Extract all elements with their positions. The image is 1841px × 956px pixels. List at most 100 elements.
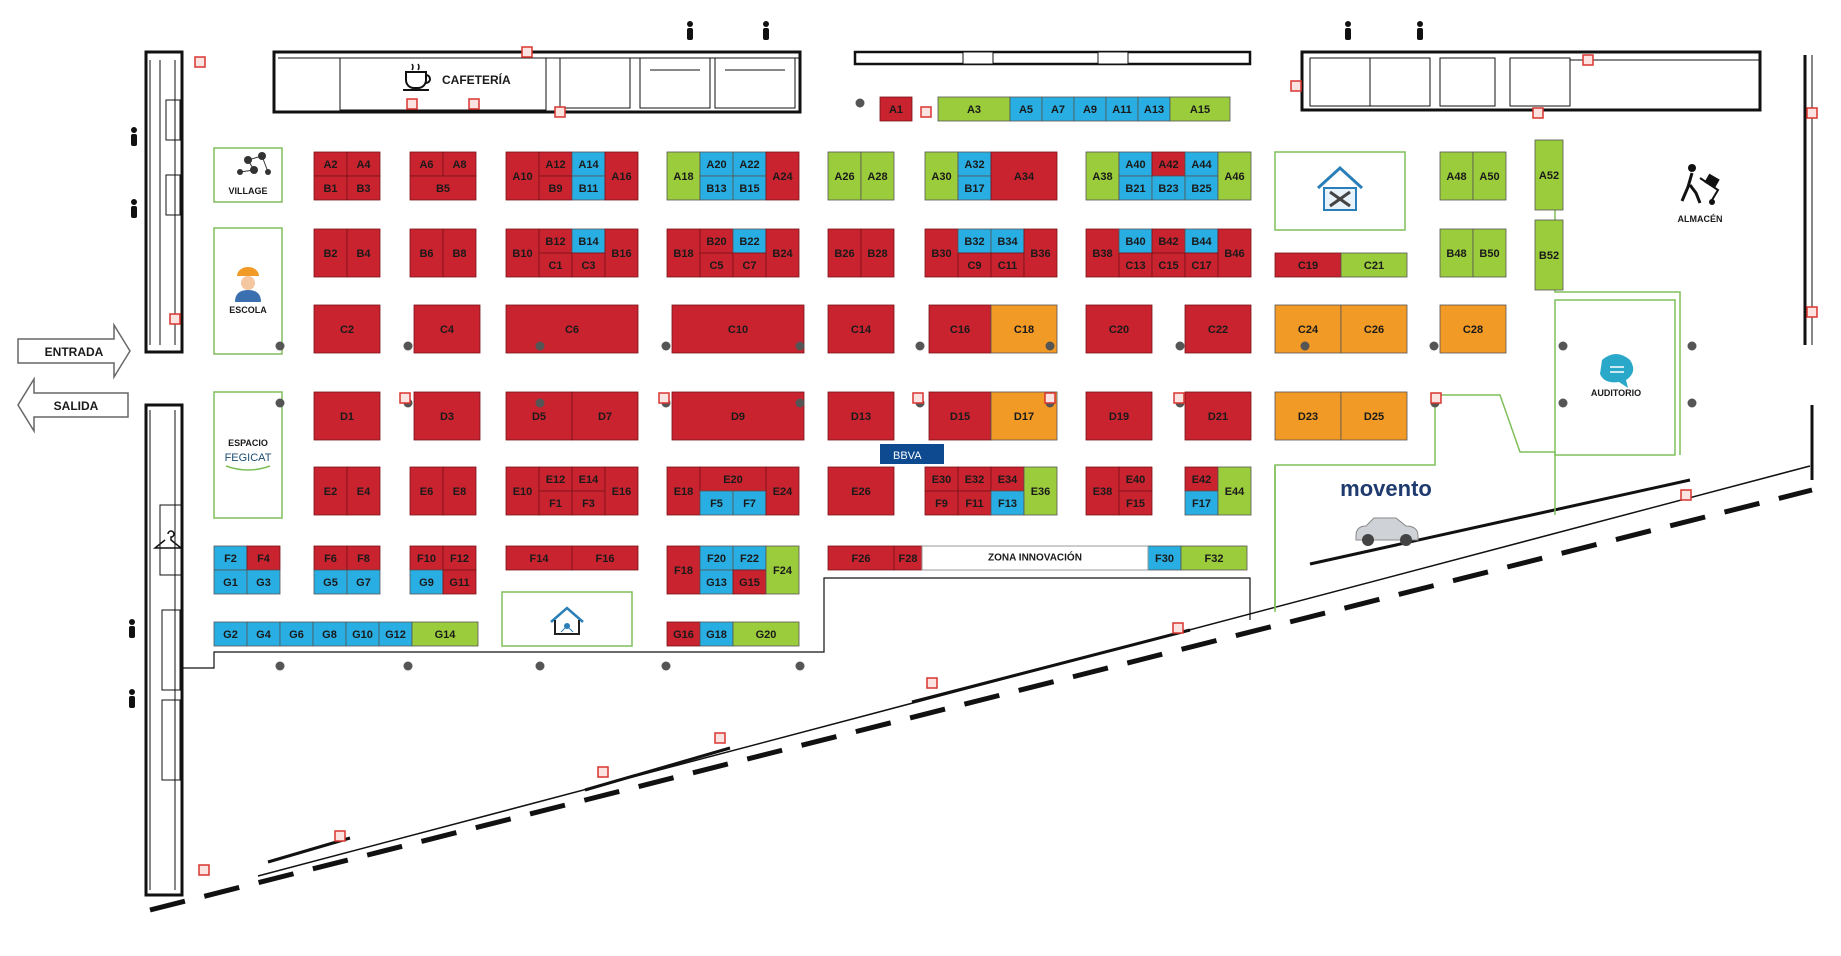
booth-a18[interactable]: A18 [666, 151, 701, 201]
booth-b48[interactable]: B48 [1439, 228, 1474, 278]
booth-a24[interactable]: A24 [765, 151, 800, 201]
booth-b25[interactable]: B25 [1184, 175, 1219, 201]
booth-a12[interactable]: A12 [538, 151, 573, 177]
booth-f3[interactable]: F3 [571, 490, 606, 516]
booth-f8[interactable]: F8 [346, 545, 381, 571]
booth-g9[interactable]: G9 [409, 569, 444, 595]
booth-a44[interactable]: A44 [1184, 151, 1219, 177]
movento-area[interactable]: movento [1340, 476, 1432, 546]
booth-f10[interactable]: F10 [409, 545, 444, 571]
booth-g8[interactable]: G8 [312, 621, 347, 647]
booth-a32[interactable]: A32 [957, 151, 992, 177]
booth-c21[interactable]: C21 [1340, 252, 1408, 278]
booth-g15[interactable]: G15 [732, 569, 767, 595]
booth-b12[interactable]: B12 [538, 228, 573, 254]
booth-f4[interactable]: F4 [246, 545, 281, 571]
booth-g3[interactable]: G3 [246, 569, 281, 595]
booth-b23[interactable]: B23 [1151, 175, 1186, 201]
booth-b32[interactable]: B32 [957, 228, 992, 254]
booth-c22[interactable]: C22 [1184, 304, 1252, 354]
booth-c15[interactable]: C15 [1151, 252, 1186, 278]
booth-f20[interactable]: F20 [699, 545, 734, 571]
booth-g16[interactable]: G16 [666, 621, 701, 647]
booth-g18[interactable]: G18 [699, 621, 734, 647]
booth-f26[interactable]: F26 [827, 545, 895, 571]
booth-a26[interactable]: A26 [827, 151, 862, 201]
booth-f16[interactable]: F16 [571, 545, 639, 571]
booth-f12[interactable]: F12 [442, 545, 477, 571]
booth-c4[interactable]: C4 [413, 304, 481, 354]
booth-c17[interactable]: C17 [1184, 252, 1219, 278]
booth-b18[interactable]: B18 [666, 228, 701, 278]
booth-e14[interactable]: E14 [571, 466, 606, 492]
booth-b50[interactable]: B50 [1472, 228, 1507, 278]
house-tools-area[interactable] [1316, 165, 1364, 211]
booth-b20[interactable]: B20 [699, 228, 734, 254]
booth-b42[interactable]: B42 [1151, 228, 1186, 254]
booth-e2[interactable]: E2 [313, 466, 348, 516]
booth-f13[interactable]: F13 [990, 490, 1025, 516]
booth-a2[interactable]: A2 [313, 151, 348, 177]
booth-b9[interactable]: B9 [538, 175, 573, 201]
booth-c1[interactable]: C1 [538, 252, 573, 278]
booth-c11[interactable]: C11 [990, 252, 1025, 278]
smart-home-area[interactable] [550, 606, 584, 635]
booth-b6[interactable]: B6 [409, 228, 444, 278]
booth-a4[interactable]: A4 [346, 151, 381, 177]
auditorio-area[interactable]: AUDITORIO [1591, 354, 1641, 398]
booth-e42[interactable]: E42 [1184, 466, 1219, 492]
booth-d1[interactable]: D1 [313, 391, 381, 441]
booth-a13[interactable]: A13 [1137, 96, 1171, 122]
booth-c28[interactable]: C28 [1439, 304, 1507, 354]
booth-f28[interactable]: F28 [893, 545, 923, 571]
booth-e32[interactable]: E32 [957, 466, 992, 492]
entrada-arrow[interactable]: ENTRADA [17, 322, 131, 380]
booth-e8[interactable]: E8 [442, 466, 477, 516]
booth-e30[interactable]: E30 [924, 466, 959, 492]
booth-b44[interactable]: B44 [1184, 228, 1219, 254]
booth-d7[interactable]: D7 [571, 391, 639, 441]
booth-e44[interactable]: E44 [1217, 466, 1252, 516]
village-area[interactable]: VILLAGE [228, 152, 271, 196]
booth-b5[interactable]: B5 [409, 175, 477, 201]
salida-arrow[interactable]: SALIDA [17, 376, 129, 434]
booth-f14[interactable]: F14 [505, 545, 573, 571]
booth-f18[interactable]: F18 [666, 545, 701, 595]
booth-a34[interactable]: A34 [990, 151, 1058, 201]
booth-a40[interactable]: A40 [1118, 151, 1153, 177]
booth-f32[interactable]: F32 [1180, 545, 1248, 571]
booth-g11[interactable]: G11 [442, 569, 477, 595]
booth-b2[interactable]: B2 [313, 228, 348, 278]
booth-a5[interactable]: A5 [1009, 96, 1043, 122]
booth-a16[interactable]: A16 [604, 151, 639, 201]
booth-a15[interactable]: A15 [1169, 96, 1231, 122]
booth-f30[interactable]: F30 [1147, 545, 1182, 571]
booth-b13[interactable]: B13 [699, 175, 734, 201]
booth-e26[interactable]: E26 [827, 466, 895, 516]
booth-e16[interactable]: E16 [604, 466, 639, 516]
booth-b14[interactable]: B14 [571, 228, 606, 254]
booth-d19[interactable]: D19 [1085, 391, 1153, 441]
booth-g2[interactable]: G2 [213, 621, 248, 647]
booth-f11[interactable]: F11 [957, 490, 992, 516]
booth-b4[interactable]: B4 [346, 228, 381, 278]
booth-a11[interactable]: A11 [1105, 96, 1139, 122]
booth-d25[interactable]: D25 [1340, 391, 1408, 441]
booth-a1[interactable]: A1 [879, 96, 913, 122]
booth-c14[interactable]: C14 [827, 304, 895, 354]
booth-g12[interactable]: G12 [378, 621, 413, 647]
booth-c26[interactable]: C26 [1340, 304, 1408, 354]
booth-b46[interactable]: B46 [1217, 228, 1252, 278]
cafeteria-area[interactable]: CAFETERÍA [403, 63, 511, 91]
booth-f5[interactable]: F5 [699, 490, 734, 516]
booth-b22[interactable]: B22 [732, 228, 767, 254]
booth-b10[interactable]: B10 [505, 228, 540, 278]
booth-b26[interactable]: B26 [827, 228, 862, 278]
booth-c3[interactable]: C3 [571, 252, 606, 278]
booth-f2[interactable]: F2 [213, 545, 248, 571]
booth-g5[interactable]: G5 [313, 569, 348, 595]
booth-a10[interactable]: A10 [505, 151, 540, 201]
booth-a46[interactable]: A46 [1217, 151, 1252, 201]
booth-e36[interactable]: E36 [1023, 466, 1058, 516]
booth-b36[interactable]: B36 [1023, 228, 1058, 278]
